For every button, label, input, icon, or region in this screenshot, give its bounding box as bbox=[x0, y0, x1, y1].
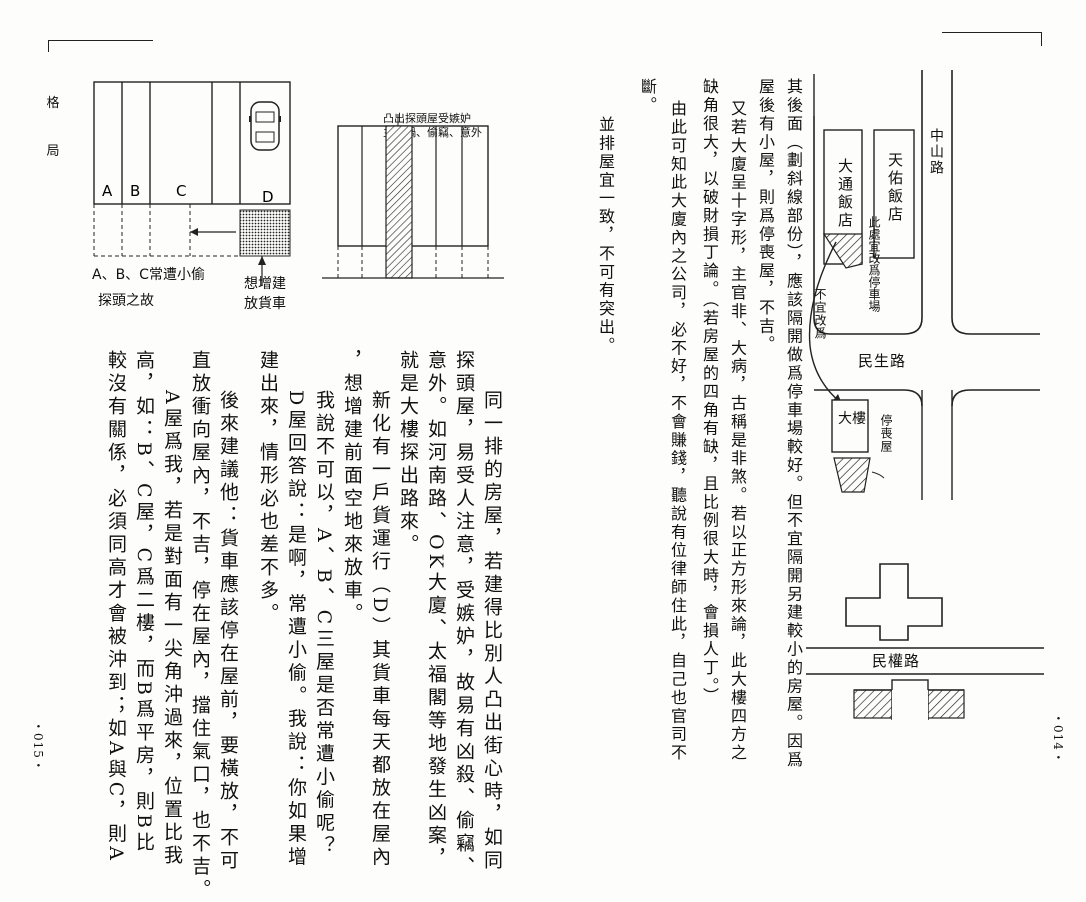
right-text-col-2: 屋後有小屋，則爲停喪屋，不吉。 bbox=[756, 78, 775, 354]
left-header-tick bbox=[48, 40, 49, 52]
left-text-col-14: 較沒有關係，必須同高才會被沖到；如A與C，則A bbox=[105, 350, 127, 864]
fig2-caption-line-1: 凸出探頭屋受嫉妒 bbox=[383, 112, 471, 125]
right-text-col-6: 斷。 bbox=[638, 78, 657, 115]
road-label-minquan: 民權路 bbox=[872, 652, 921, 670]
chapter-label-char-2: 局 bbox=[46, 144, 60, 159]
hatched-parking-area bbox=[822, 233, 863, 269]
fig1-note: 想增建 放貨車 bbox=[244, 274, 286, 314]
right-text-col-7: 並排屋宜一致，不可有突出。 bbox=[596, 116, 615, 356]
cross-building-upper bbox=[845, 563, 943, 641]
chapter-label-char-1: 格 bbox=[46, 96, 60, 111]
note-not-suitable: 不宜改爲 bbox=[813, 288, 827, 340]
right-text-col-5: 由此可知此大廈內之公司，必不好，不會賺錢，聽說有位律師住此，自己也官司不 bbox=[668, 100, 687, 763]
car-icon bbox=[249, 101, 281, 151]
road-label-minsheng: 民生路 bbox=[858, 352, 907, 370]
tower-block bbox=[831, 399, 869, 453]
shops-diagram: A B C D bbox=[93, 81, 291, 286]
left-text-col-5: 新化有一戶貨運行（D）其貨車每天都放在屋內 bbox=[369, 390, 391, 870]
left-text-col-8: D屋回答說：是啊，常遭小偷。我說：你如果增 bbox=[285, 390, 307, 870]
left-page-number: ・015・ bbox=[31, 720, 45, 772]
left-text-col-1: 同一排的房屋，若建得比別人凸出街心時，如同 bbox=[481, 390, 503, 873]
right-header-rule bbox=[942, 32, 1042, 33]
tianyou-hotel bbox=[873, 129, 915, 259]
left-text-col-12: A屋爲我，若是對面有一尖角沖過來，位置比我 bbox=[161, 390, 183, 868]
note-parking: 此處宜改爲停車場 bbox=[867, 216, 881, 312]
fig1-note-line-2: 放貨車 bbox=[244, 296, 286, 312]
fig1-caption-line-2: 探頭之故 bbox=[98, 293, 154, 309]
note-mourning-house: 停喪屋 bbox=[879, 414, 893, 453]
shops-outline bbox=[93, 81, 291, 205]
left-text-col-7: 我說不可以，A、B、C三屋是否常遭小偷呢？ bbox=[313, 390, 335, 859]
shop-label-c: C bbox=[176, 182, 186, 200]
building-label-tianyou: 天佑飯店 bbox=[886, 152, 904, 224]
left-text-col-10: 後來建議他：貨車應該停在屋前，要橫放，不可 bbox=[217, 390, 239, 873]
left-text-col-2: 探頭屋，易受人注意，受嫉妒，故易有凶殺、偷竊、 bbox=[453, 350, 475, 879]
road-label-zhongshan: 中山路 bbox=[928, 128, 944, 176]
left-text-col-9: 建出來，情形必也差不多。 bbox=[257, 350, 279, 626]
left-header-rule bbox=[48, 40, 153, 41]
right-text-col-3: 又若大廈呈十字形，主官非、大病，古稱是非煞。若以正方形來論，此大樓四方之 bbox=[728, 100, 747, 763]
minsheng-road-bottom-edge bbox=[814, 389, 923, 407]
left-text-col-13: 高，如：B、C屋，C爲二樓，而B爲平房，則B比 bbox=[133, 350, 155, 855]
right-text-col-1: 其後面（劃斜線部份），應該隔開做爲停車場較好。但不宜隔開另建較小的房屋。因爲 bbox=[784, 78, 803, 770]
building-label-tower: 大樓 bbox=[838, 411, 866, 427]
left-text-col-11: 直放衝向屋內，不吉，停在屋內，擋住氣口，也不吉。 bbox=[189, 350, 211, 902]
hatched-back-house bbox=[833, 457, 871, 493]
right-page-number: ・014・ bbox=[1051, 712, 1065, 764]
chapter-label: 格 局 bbox=[45, 80, 61, 176]
street-map bbox=[806, 70, 1044, 720]
right-text-col-4: 缺角很大，以破財損丁論。（若房屋的四角有缺，且比例很大時，會損人丁。） bbox=[700, 78, 719, 706]
fig1-note-line-1: 想增建 bbox=[244, 276, 286, 292]
minsheng-road-top-edge bbox=[813, 116, 923, 335]
protrusion-diagram bbox=[322, 114, 504, 279]
fig1-caption: A、B、C常遭小偷 探頭之故 bbox=[92, 262, 205, 314]
building-label-datong: 大通飯店 bbox=[836, 158, 854, 230]
d-front-stipple bbox=[239, 209, 291, 257]
right-header-tick bbox=[1041, 32, 1042, 46]
shop-label-a: A bbox=[102, 182, 113, 200]
cross-building-lower bbox=[853, 679, 965, 720]
fig1-caption-line-1: A、B、C常遭小偷 bbox=[92, 267, 205, 283]
shop-label-b: B bbox=[130, 182, 140, 200]
left-text-col-6: ，想增建前面空地來放車。 bbox=[341, 350, 363, 626]
shop-label-d: D bbox=[262, 188, 274, 206]
protruding-house bbox=[385, 125, 413, 279]
left-text-col-3: 意外。如河南路、OK大廈、太福閣等地發生凶案， bbox=[425, 350, 447, 871]
left-text-col-4: 就是大樓探出路來。 bbox=[397, 350, 419, 557]
